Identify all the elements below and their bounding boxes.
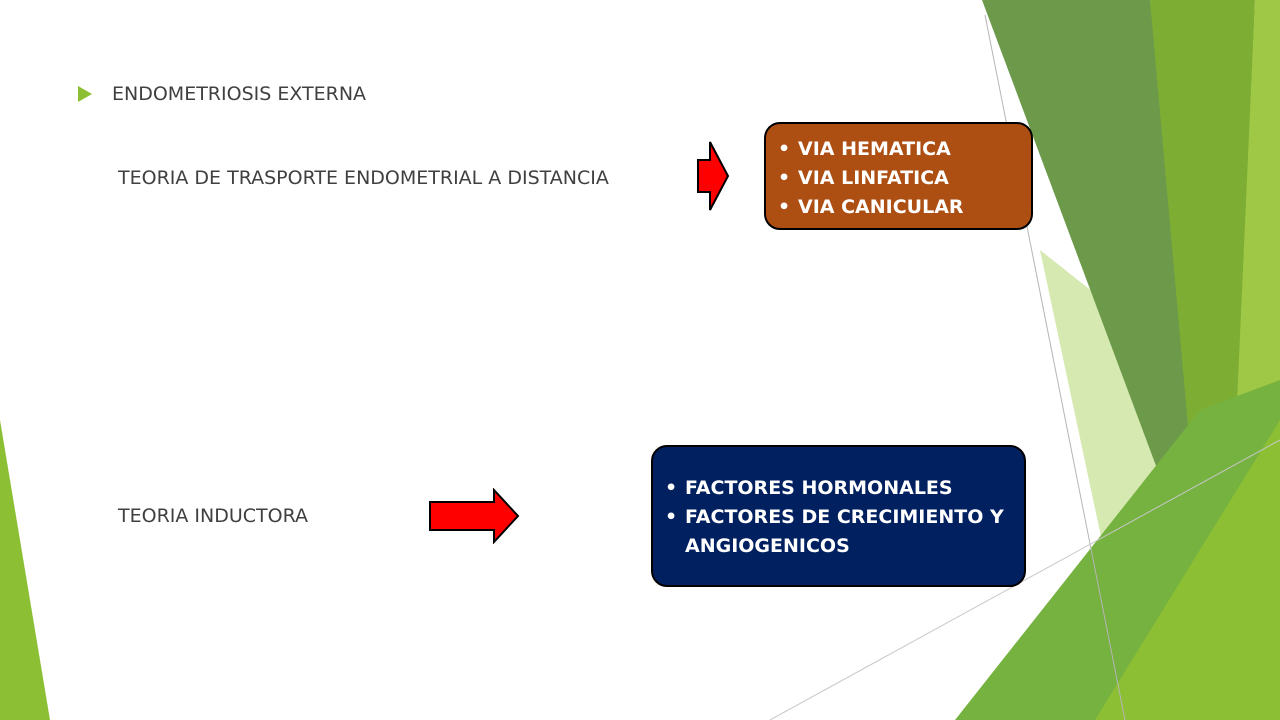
bullet-dot-icon: • <box>778 167 791 189</box>
list-item: •FACTORES HORMONALES <box>653 474 1024 503</box>
bullet-dot-icon: • <box>665 477 678 499</box>
bullet-dot-icon: • <box>778 138 791 160</box>
bullet-dot-icon: • <box>778 196 791 218</box>
left-green-sliver <box>0 420 50 720</box>
list-item: •VIA HEMATICA <box>766 135 1031 164</box>
inductive-factors-list: •FACTORES HORMONALES •FACTORES DE CRECIM… <box>653 474 1024 561</box>
inductive-factors-box: •FACTORES HORMONALES •FACTORES DE CRECIM… <box>651 445 1026 587</box>
heading-row: ENDOMETRIOSIS EXTERNA <box>78 80 366 108</box>
list-item: •FACTORES DE CRECIMIENTO Y ANGIOGENICOS <box>653 503 1024 561</box>
bullet-dot-icon: • <box>665 506 678 528</box>
thin-diagonal-line-2 <box>769 439 1280 720</box>
theory-inductive-label: TEORIA INDUCTORA <box>118 505 309 527</box>
list-item: •VIA CANICULAR <box>766 193 1031 222</box>
bottom-bright-green-wedge <box>1095 420 1280 720</box>
right-dark-green-band <box>982 0 1220 530</box>
theory-transport-label: TEORIA DE TRASPORTE ENDOMETRIAL A DISTAN… <box>118 167 609 189</box>
transport-routes-list: •VIA HEMATICA •VIA LINFATICA •VIA CANICU… <box>766 135 1031 222</box>
list-item: •VIA LINFATICA <box>766 164 1031 193</box>
slide-heading: ENDOMETRIOSIS EXTERNA <box>112 83 367 105</box>
right-arrow-icon <box>429 488 520 544</box>
transport-routes-box: •VIA HEMATICA •VIA LINFATICA •VIA CANICU… <box>764 122 1033 230</box>
right-arrow-icon <box>697 141 730 211</box>
triangle-bullet-icon <box>78 80 98 108</box>
